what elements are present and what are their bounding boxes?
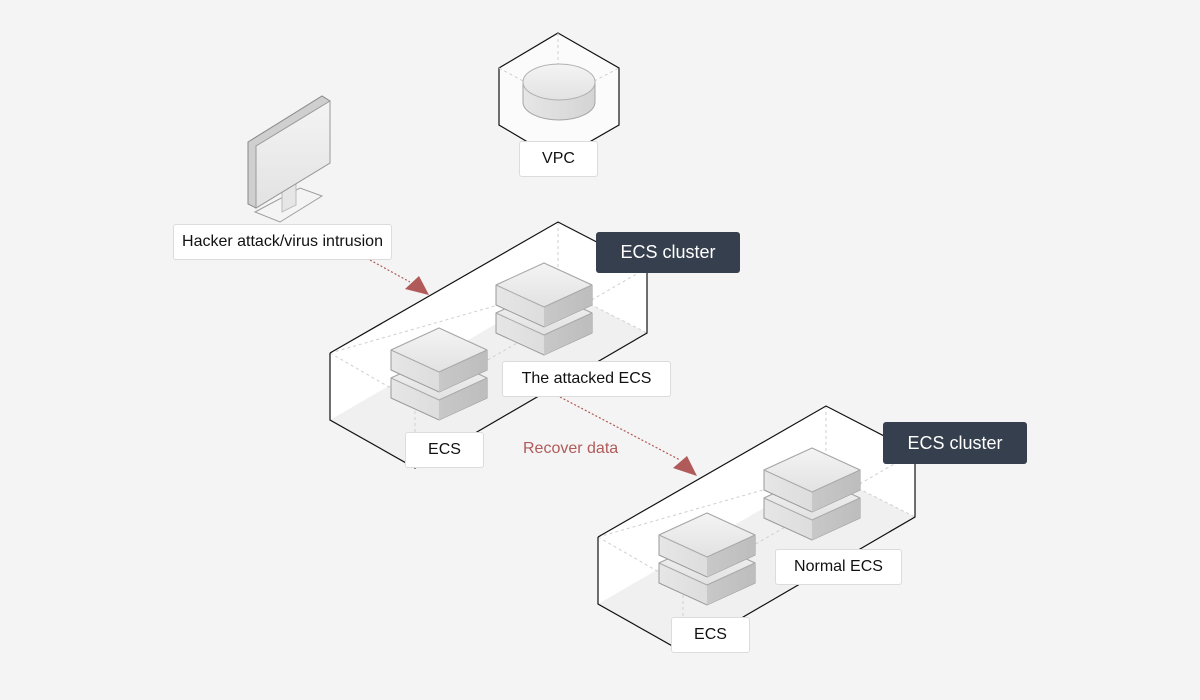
server-label-text: Normal ECS [794, 558, 883, 575]
server-label-ecs: ECS [671, 617, 750, 653]
edge-recover-data [559, 396, 697, 476]
server-label-text: The attacked ECS [521, 370, 652, 387]
server-label-attacked: The attacked ECS [502, 361, 671, 397]
server-label-text: ECS [694, 626, 727, 643]
monitor-icon [247, 95, 331, 223]
hacker-label: Hacker attack/virus intrusion [173, 224, 392, 260]
server-label-ecs: ECS [405, 432, 484, 468]
cluster-b-title: ECS cluster [883, 422, 1027, 464]
vpc-label: VPC [519, 141, 598, 177]
cluster-a-title-text: ECS cluster [620, 242, 716, 262]
cluster-b-title-text: ECS cluster [907, 432, 1003, 453]
server-label-text: ECS [428, 441, 461, 458]
cluster-a-title: ECS cluster [596, 232, 740, 273]
edge-hacker-to-cluster [369, 259, 429, 295]
server-label-normal: Normal ECS [775, 549, 902, 585]
recover-data-label: Recover data [523, 440, 619, 457]
cluster-b-box [597, 405, 916, 653]
hacker-label-text: Hacker attack/virus intrusion [182, 233, 383, 250]
vpc-router-icon [522, 63, 596, 121]
vpc-label-text: VPC [542, 150, 575, 167]
